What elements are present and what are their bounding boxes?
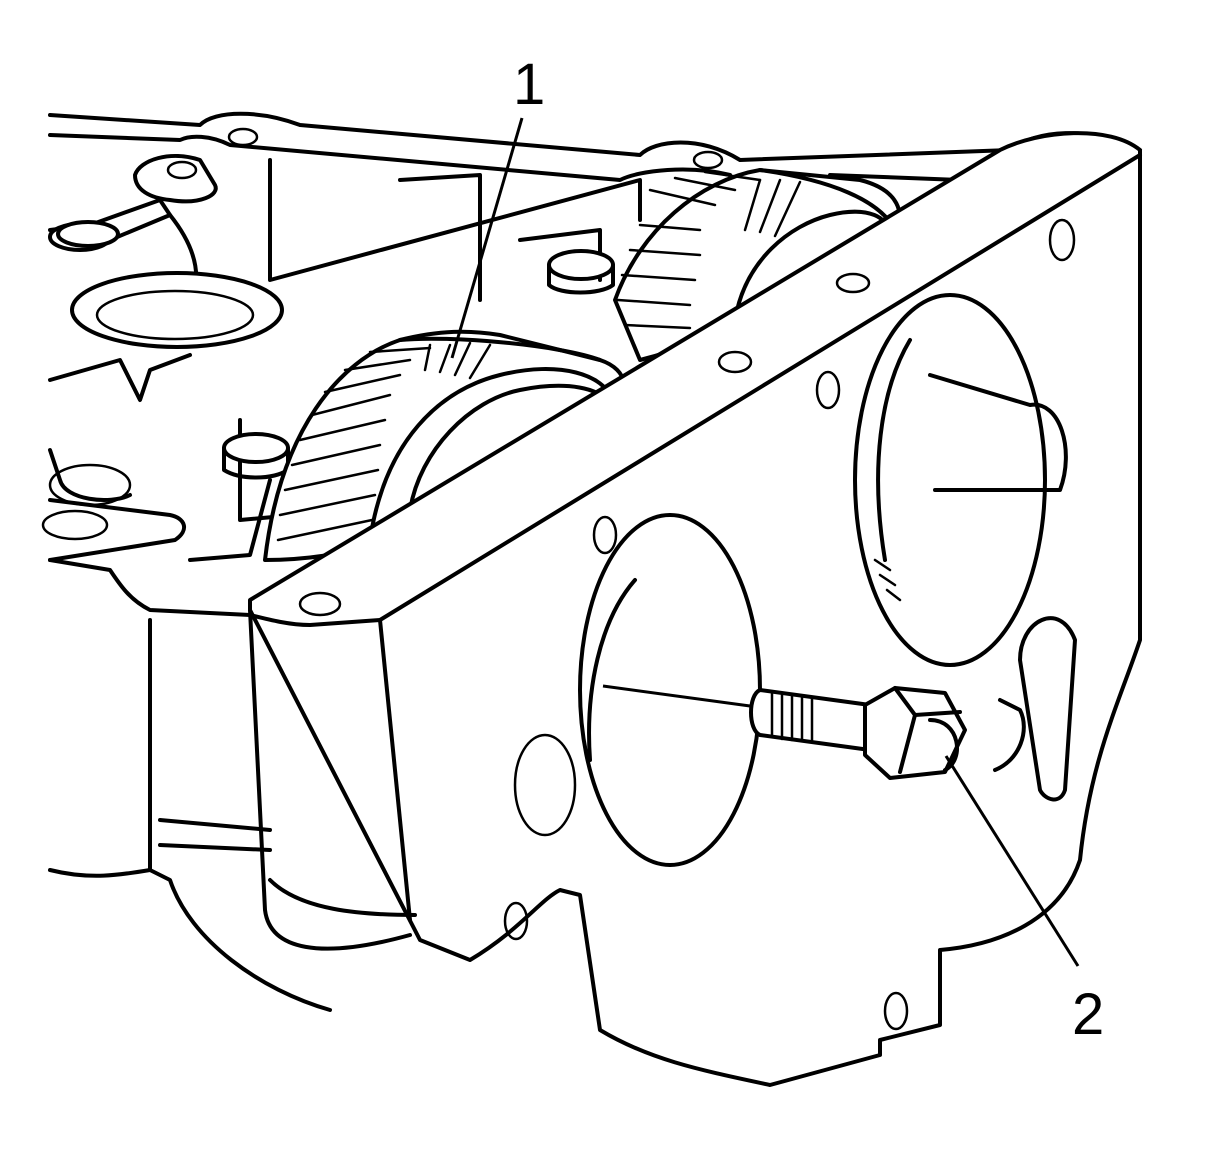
bolt-alignment-line [602, 684, 751, 708]
callout-2-leader [944, 755, 1080, 967]
callout-1-label: 1 [513, 52, 545, 117]
camshaft-bore-rear [853, 293, 1068, 667]
cylinder-head-front-plate [48, 131, 1142, 1087]
callout-1-leader [450, 117, 524, 359]
callout-2-label: 2 [1072, 982, 1104, 1047]
bolt [749, 686, 967, 780]
oil-passage-slot [993, 616, 1077, 802]
